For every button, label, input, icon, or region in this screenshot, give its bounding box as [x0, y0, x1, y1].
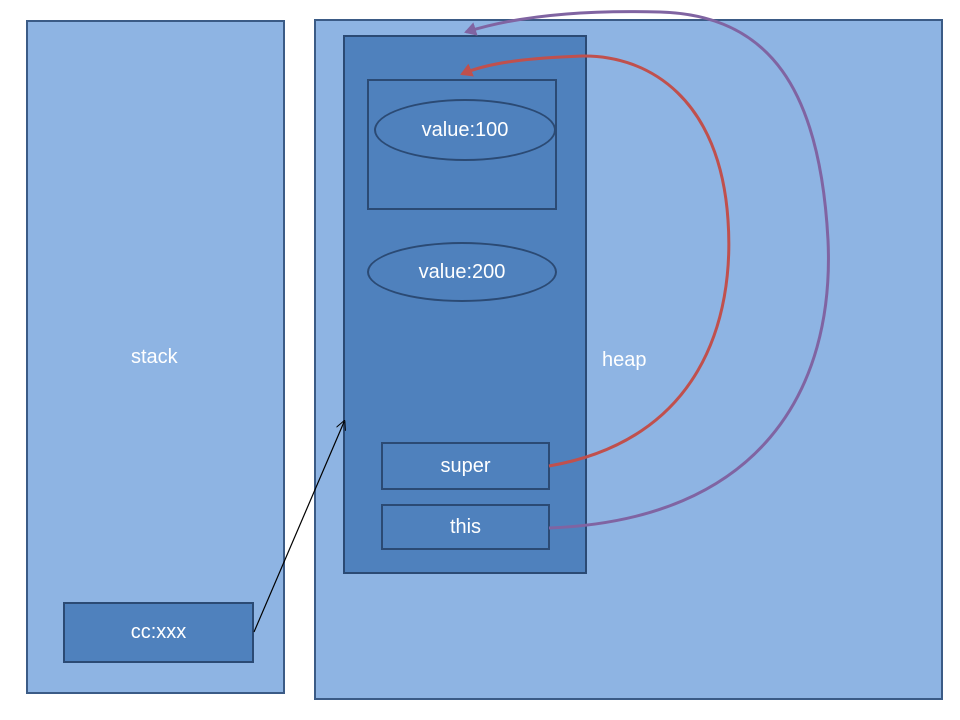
- stack-reference-box: cc:xxx: [63, 602, 254, 663]
- heap-label: heap: [602, 349, 647, 371]
- stack-panel: [26, 20, 285, 694]
- value-ellipse-parent: value:100: [374, 99, 556, 161]
- value-ellipse-child: value:200: [367, 242, 557, 302]
- this-box: this: [381, 504, 550, 550]
- reference-arrow: [253, 422, 344, 633]
- super-arrow: [460, 54, 731, 468]
- this-arrow: [464, 10, 830, 530]
- stack-label: stack: [131, 346, 178, 368]
- super-box: super: [381, 442, 550, 490]
